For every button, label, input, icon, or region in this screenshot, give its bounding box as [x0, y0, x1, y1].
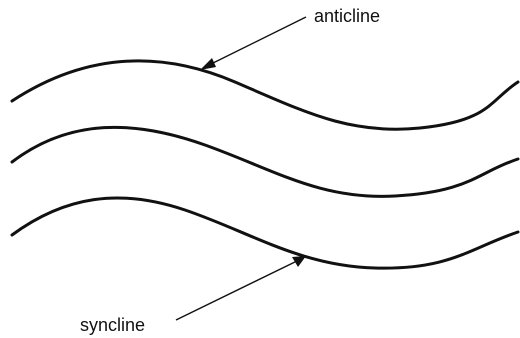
anticline-leader-line — [207, 17, 306, 66]
syncline-label: syncline — [80, 315, 145, 335]
anticline-label: anticline — [314, 6, 380, 26]
anticline-arrowhead — [200, 58, 216, 70]
fold-layer-bottom — [12, 198, 518, 268]
fold-layer-middle — [12, 127, 518, 196]
fold-layer-top — [12, 61, 518, 129]
syncline-leader-line — [176, 260, 299, 320]
syncline-arrowhead — [292, 256, 306, 267]
